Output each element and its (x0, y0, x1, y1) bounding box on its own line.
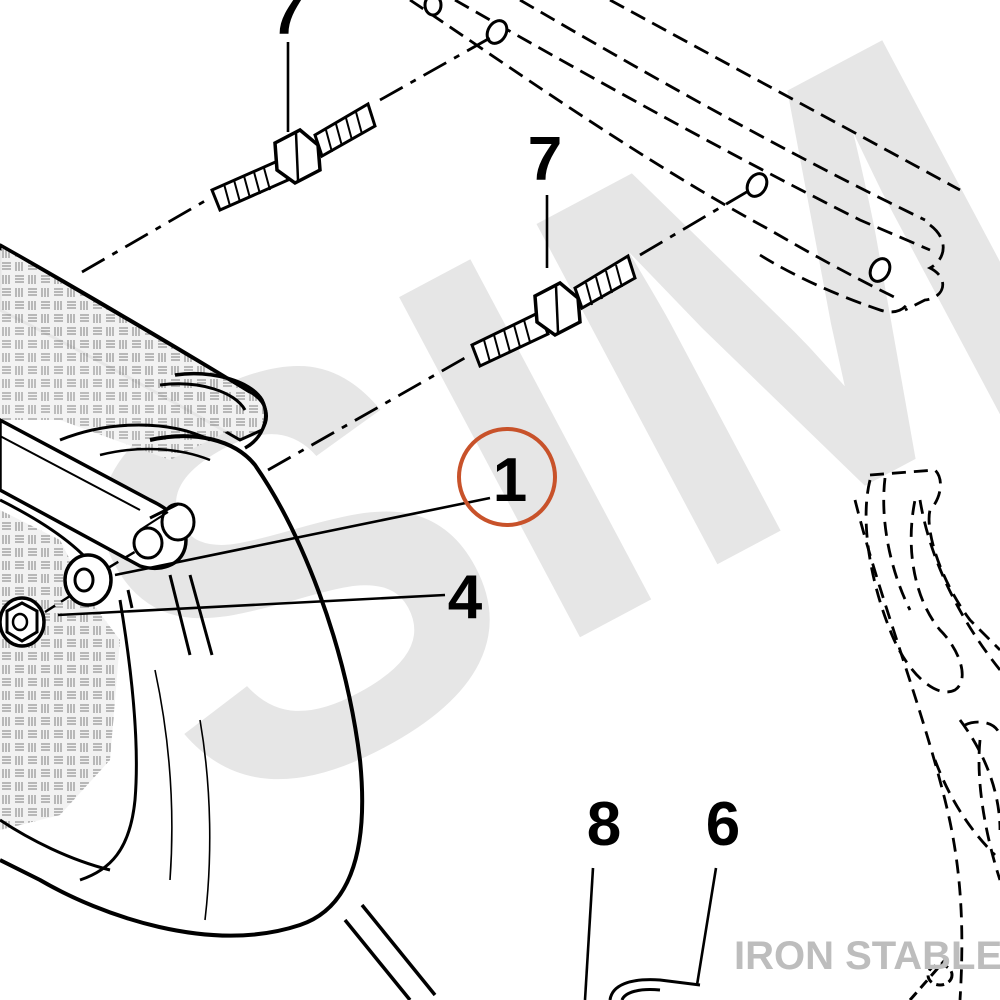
callout-4: 4 (448, 563, 483, 632)
stud-bolt-top (210, 101, 377, 212)
bottom-parts (608, 959, 954, 1000)
bracket-holes (423, 0, 892, 283)
washer (63, 553, 113, 607)
phantom-linkage (853, 468, 1000, 1000)
callout-7-top: 7 (271, 0, 305, 48)
callout-highlight-ring (457, 427, 557, 527)
callout-6: 6 (706, 790, 740, 859)
flange-nut (0, 596, 46, 648)
brand-watermark: IRON STABLE (734, 934, 1000, 978)
pivot-pin (132, 502, 196, 560)
callout-7-mid: 7 (528, 125, 562, 194)
callout-8: 8 (587, 790, 621, 859)
leader-lines (57, 42, 718, 1000)
assembly-lines (81, 36, 751, 472)
callout-1: 1 (493, 446, 527, 515)
stud-bolt-mid (470, 253, 637, 369)
